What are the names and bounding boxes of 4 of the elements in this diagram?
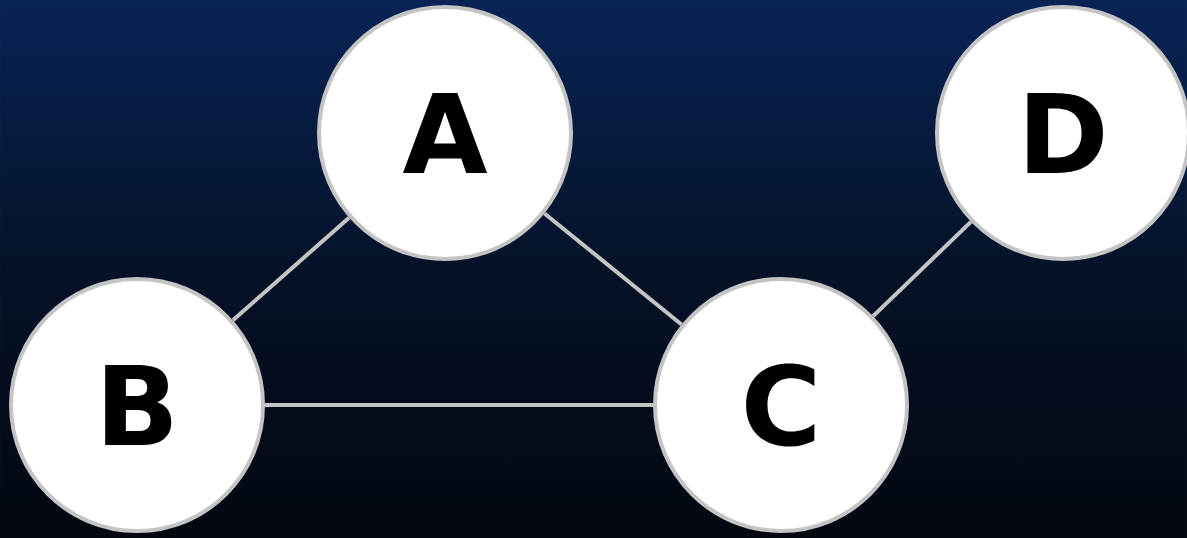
connector-line [265,403,653,407]
connector-line [231,216,351,322]
connector-line [543,211,683,326]
connector-line [871,220,973,318]
